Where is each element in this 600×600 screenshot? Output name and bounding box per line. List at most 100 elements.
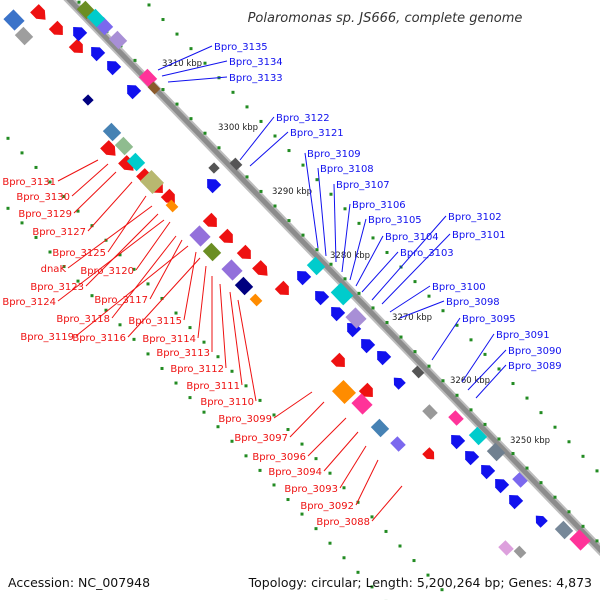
guide-dot	[189, 47, 193, 51]
scale-label: 3280 kbp	[330, 251, 370, 261]
gene-block	[448, 410, 464, 426]
forward-gene-arrow	[422, 447, 435, 460]
guide-dot	[371, 236, 375, 240]
guide-dot	[413, 350, 417, 354]
callout-line	[304, 152, 319, 249]
gene-block	[330, 282, 354, 306]
callout-line	[111, 235, 177, 319]
forward-gene-arrow	[68, 38, 83, 54]
gene-block	[486, 442, 506, 462]
guide-dot	[202, 410, 206, 414]
guide-dot	[132, 337, 136, 341]
guide-dot	[343, 277, 347, 281]
forward-gene-arrow	[30, 4, 46, 20]
gene-label-forward: Bpro_3114	[142, 334, 196, 345]
guide-dot	[258, 398, 262, 402]
callout-line	[355, 459, 379, 506]
guide-dot	[525, 466, 529, 470]
gene-label-reverse: Bpro_3133	[229, 73, 283, 84]
guide-dot	[553, 495, 557, 499]
guide-dot	[497, 437, 501, 441]
callout-line	[317, 167, 327, 257]
guide-dot	[440, 588, 444, 592]
gene-block	[114, 136, 134, 156]
gene-label-forward: Bpro_3097	[234, 433, 288, 444]
forward-gene-arrow	[274, 280, 289, 296]
guide-dot	[273, 134, 277, 138]
guide-dot	[160, 296, 164, 300]
guide-dot	[34, 235, 38, 239]
gene-label-forward: Bpro_3127	[32, 227, 86, 238]
scale-label: 3290 kbp	[272, 187, 312, 197]
forward-gene-arrow	[160, 188, 175, 204]
callout-line	[475, 364, 507, 399]
guide-dot	[370, 515, 374, 519]
guide-dot	[6, 206, 10, 210]
guide-dot	[133, 58, 137, 62]
callout-line	[87, 181, 133, 232]
gene-features	[3, 0, 591, 559]
guide-dot	[385, 320, 389, 324]
topology-text: Topology: circular; Length: 5,200,264 bp…	[248, 575, 592, 590]
reverse-gene-arrow	[315, 290, 330, 306]
guide-dot	[245, 175, 249, 179]
guide-dot	[62, 195, 66, 199]
gene-label-forward: Bpro_3099	[218, 414, 272, 425]
reverse-gene-arrow	[91, 46, 106, 62]
callout-line	[249, 131, 289, 167]
scale-label: 3270 kbp	[392, 313, 432, 323]
callout-line	[381, 233, 451, 305]
guide-dot	[595, 469, 599, 473]
gene-label-forward: Bpro_3119	[20, 332, 74, 343]
guide-dot	[189, 117, 193, 121]
callout-line	[431, 317, 461, 361]
guide-dot	[342, 486, 346, 490]
guide-dot	[314, 457, 318, 461]
guide-dot	[497, 367, 501, 371]
callout-line	[389, 285, 431, 313]
callout-line	[239, 116, 275, 161]
gene-block	[468, 426, 488, 446]
gene-block	[351, 393, 373, 415]
guide-dot	[342, 556, 346, 560]
gene-label-reverse: Bpro_3121	[290, 128, 344, 139]
guide-dot	[34, 165, 38, 169]
gene-block	[126, 152, 146, 172]
scale-label: 3310 kbp	[162, 59, 202, 69]
reverse-gene-arrow	[207, 178, 222, 194]
gene-block	[306, 256, 326, 276]
guide-dot	[20, 221, 24, 225]
guide-dot	[175, 102, 179, 106]
guide-dot	[328, 471, 332, 475]
scale-label: 3300 kbp	[218, 123, 258, 133]
callout-line	[229, 291, 243, 386]
gene-label-forward: Bpro_3093	[284, 484, 338, 495]
gene-block	[102, 122, 122, 142]
guide-dot	[329, 262, 333, 266]
forward-gene-arrow	[202, 212, 217, 228]
gene-label-forward: Bpro_3118	[56, 314, 110, 325]
gene-label-forward: Bpro_3125	[52, 248, 106, 259]
guide-dot	[48, 250, 52, 254]
guide-dot	[272, 413, 276, 417]
guide-dot	[202, 340, 206, 344]
gene-label-reverse: Bpro_3107	[336, 180, 390, 191]
callout-line	[349, 218, 367, 281]
guide-dot	[525, 396, 529, 400]
callout-line	[289, 401, 325, 438]
gene-label-reverse: Bpro_3134	[229, 57, 283, 68]
gene-label-reverse: Bpro_3095	[462, 314, 516, 325]
guide-dot	[161, 88, 165, 92]
gene-label-forward: Bpro_3088	[316, 517, 370, 528]
callout-line	[273, 391, 313, 419]
guide-dot	[203, 61, 207, 65]
gene-label-forward: Bpro_3131	[2, 177, 56, 188]
gene-label-forward: Bpro_3116	[72, 333, 126, 344]
gene-label-reverse: Bpro_3102	[448, 212, 502, 223]
gene-label-forward: Bpro_3113	[156, 348, 210, 359]
scale-label: 3250 kbp	[510, 436, 550, 446]
gene-block	[189, 225, 211, 247]
guide-dot	[300, 512, 304, 516]
guide-dot	[511, 382, 515, 386]
